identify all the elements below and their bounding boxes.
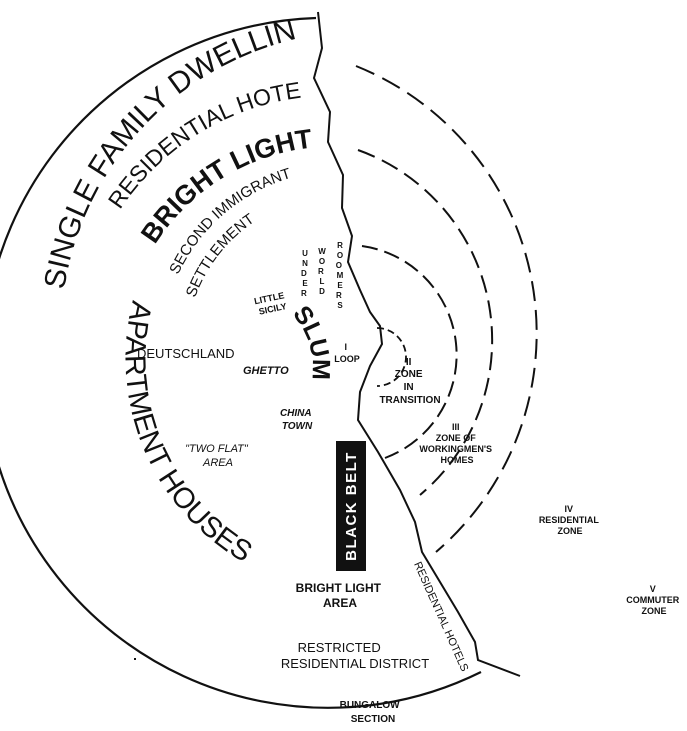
- settlement-label: SETTLEMENT: [183, 210, 258, 299]
- zone-ii-label: II ZONE IN TRANSITION: [379, 357, 440, 406]
- slum-label: SLUM: [287, 301, 334, 380]
- outer-boundary-circle: [0, 16, 482, 709]
- apartment-houses-label: APARTMENT HOUSES: [118, 298, 257, 568]
- restricted-residential-label: RESTRICTED RESIDENTIAL DISTRICT: [281, 640, 429, 671]
- stray-mark: [134, 658, 136, 660]
- zone-iv-label: IV RESIDENTIAL ZONE: [539, 504, 601, 536]
- china-town-label: CHINA TOWN: [280, 408, 314, 432]
- black-belt-box: [336, 441, 366, 571]
- zone-i-label: I LOOP: [334, 342, 360, 364]
- black-belt-label: BLACK BELT: [343, 451, 360, 561]
- zone-iii-boundary: [357, 149, 494, 496]
- deutschland-label: DEUTSCHLAND: [137, 346, 235, 361]
- little-sicily-label: LITTLE SICILY: [253, 290, 290, 317]
- zone-iii-label: III ZONE OF WORKINGMEN'S HOMES: [419, 422, 494, 465]
- loop-boundary: [376, 327, 407, 387]
- zone-iv-boundary: [355, 65, 538, 553]
- bright-light-area-2-label: BRIGHT LIGHT AREA: [296, 581, 385, 610]
- lake-shore-line: [312, 11, 521, 677]
- zone-ii-boundary: [361, 245, 458, 459]
- zone-v-label: V COMMUTER ZONE: [626, 584, 682, 616]
- ghetto-label: GHETTO: [243, 365, 289, 377]
- two-flat-area-label: "TWO FLAT" AREA: [185, 443, 251, 469]
- bungalow-section-label: BUNGALOW SECTION: [340, 700, 403, 725]
